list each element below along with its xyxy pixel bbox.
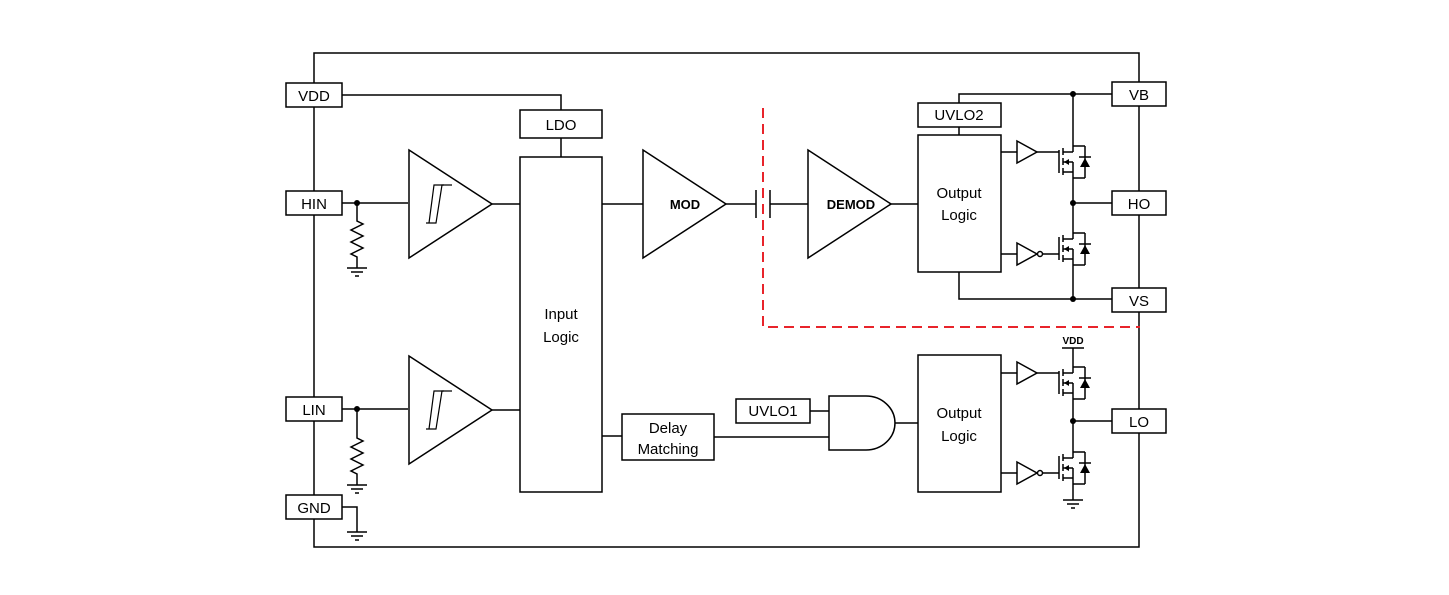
- svg-text:Input: Input: [544, 306, 578, 323]
- vdd-rail-label: VDD: [1062, 336, 1083, 347]
- svg-text:LIN: LIN: [302, 402, 325, 419]
- svg-text:Logic: Logic: [941, 428, 977, 445]
- svg-text:MOD: MOD: [670, 197, 700, 212]
- pin-vdd: VDD: [285, 82, 343, 108]
- input-logic-block: Input Logic: [519, 156, 603, 493]
- demod-block: DEMOD: [807, 148, 893, 260]
- pin-hin: HIN: [285, 190, 343, 216]
- lin-ground-icon: [346, 484, 368, 494]
- gnd-ground-icon: [346, 531, 368, 541]
- delay-matching-block: Delay Matching: [621, 413, 715, 461]
- high-side-lower-mosfet: [1058, 224, 1092, 274]
- svg-text:VS: VS: [1129, 293, 1149, 310]
- svg-text:Logic: Logic: [941, 207, 977, 224]
- low-side-lower-buffer: [1016, 461, 1038, 485]
- ldo-block: LDO: [519, 109, 603, 139]
- pin-lin: LIN: [285, 396, 343, 422]
- low-side-upper-buffer: [1016, 361, 1038, 385]
- hin-pulldown-resistor: [350, 214, 364, 264]
- svg-text:VB: VB: [1129, 87, 1149, 104]
- high-side-upper-buffer: [1016, 140, 1038, 164]
- svg-text:GND: GND: [297, 500, 331, 517]
- svg-text:DEMOD: DEMOD: [827, 197, 875, 212]
- svg-text:UVLO1: UVLO1: [748, 403, 797, 420]
- pin-gnd: GND: [285, 494, 343, 520]
- svg-text:LDO: LDO: [546, 117, 577, 134]
- svg-text:UVLO2: UVLO2: [934, 107, 983, 124]
- svg-text:Logic: Logic: [543, 329, 579, 346]
- output-logic-high-block: Output Logic: [917, 134, 1002, 273]
- pin-ho: HO: [1111, 190, 1167, 216]
- lin-pulldown-resistor: [350, 431, 364, 481]
- low-side-upper-mosfet: [1058, 358, 1092, 408]
- svg-text:Output: Output: [936, 185, 982, 202]
- lin-schmitt-trigger: [408, 355, 493, 465]
- isolation-barrier: [762, 108, 1140, 328]
- svg-text:Matching: Matching: [638, 441, 699, 458]
- hin-ground-icon: [346, 267, 368, 277]
- svg-text:Delay: Delay: [649, 420, 688, 437]
- low-side-ground-icon: [1062, 499, 1084, 509]
- high-side-upper-mosfet: [1058, 137, 1092, 187]
- svg-text:LO: LO: [1129, 414, 1149, 431]
- svg-text:VDD: VDD: [298, 88, 330, 105]
- pin-lo: LO: [1111, 408, 1167, 434]
- svg-text:HIN: HIN: [301, 196, 327, 213]
- mod-block: MOD: [642, 148, 728, 260]
- pin-vb: VB: [1111, 81, 1167, 107]
- pin-vs: VS: [1111, 287, 1167, 313]
- high-side-lower-buffer: [1016, 242, 1038, 266]
- uvlo2-block: UVLO2: [917, 102, 1002, 128]
- low-side-lower-mosfet: [1058, 443, 1092, 493]
- and-gate: [828, 395, 896, 451]
- uvlo1-block: UVLO1: [735, 398, 811, 424]
- output-logic-low-block: Output Logic: [917, 354, 1002, 493]
- hin-schmitt-trigger: [408, 149, 493, 259]
- svg-text:HO: HO: [1128, 196, 1151, 213]
- svg-text:Output: Output: [936, 405, 982, 422]
- vdd-wire: [342, 94, 562, 110]
